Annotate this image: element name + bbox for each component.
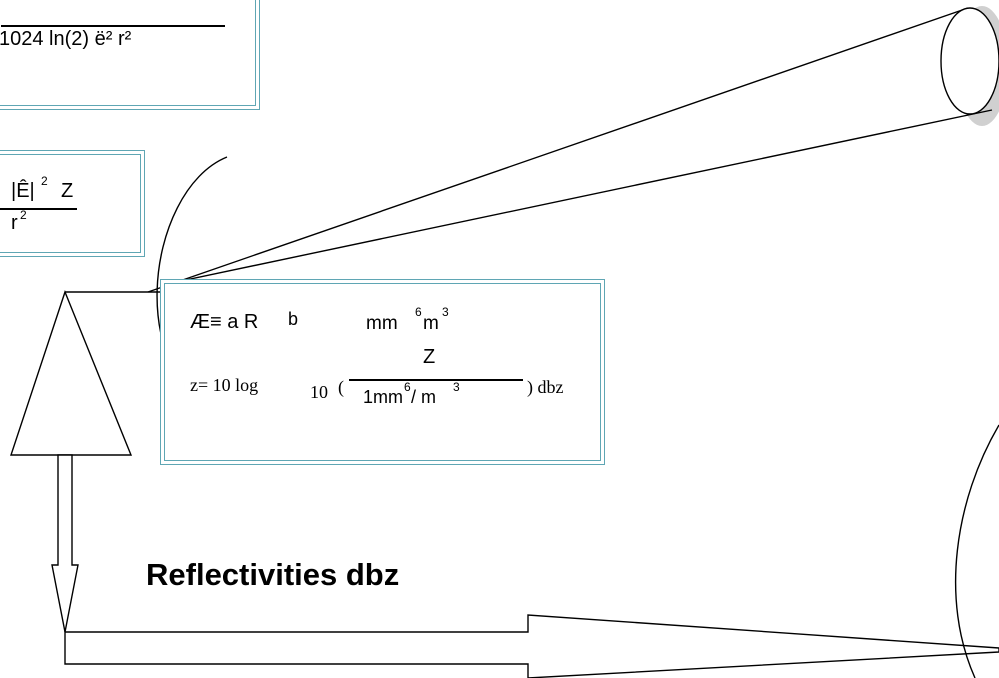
center-line1-units: mm: [366, 313, 398, 334]
beam-upper-line: [147, 7, 969, 293]
center-fraction-rule: [349, 379, 523, 381]
left-fraction-rule: [0, 208, 77, 210]
formula-box-center: Æ≡ a R b mm 6 m 3 z= 10 log 10 ( Z 1mm 6…: [160, 279, 605, 465]
left-numerator: |Ê|: [11, 180, 35, 202]
beam-lower-line: [161, 109, 993, 286]
formula-box-top: π₄ g² c θ h |Ê|² Z 1024 ln(2) ë² r²: [0, 0, 260, 110]
reflectivities-label: Reflectivities dbz: [146, 557, 400, 592]
center-line1-units-exp1: 6: [415, 305, 422, 319]
right-arrow: [64, 614, 999, 678]
center-line2-prefix: z= 10 log: [190, 375, 259, 395]
center-frac-den-exp2: 3: [453, 380, 460, 394]
center-frac-den-mid: / m: [411, 387, 436, 407]
left-denominator-exp: 2: [20, 208, 27, 222]
formula-box-left: |Ê| 2 Z r 2: [0, 150, 145, 257]
target-arc: [955, 424, 999, 678]
center-frac-den: 1mm: [363, 387, 403, 407]
center-line2-sub: 10: [310, 382, 328, 402]
center-line1-units-exp2: 3: [442, 305, 449, 319]
top-fraction-rule: [1, 25, 225, 27]
center-frac-den-exp1: 6: [404, 380, 411, 394]
top-denominator: 1024 ln(2) ë² r²: [0, 28, 132, 50]
left-numerator-tail: Z: [61, 180, 74, 202]
left-denominator: r: [11, 212, 18, 234]
down-arrow: [51, 454, 79, 633]
radar-triangle: [10, 289, 133, 456]
center-line1-units2: m: [423, 313, 439, 334]
center-line2-open: (: [338, 377, 344, 397]
center-line1-lhs: Æ≡ a R: [190, 311, 259, 333]
center-frac-num: Z: [423, 346, 436, 368]
left-numerator-exp: 2: [41, 174, 48, 188]
top-numerator-fragment: π₄ g² c θ h |Ê|² Z: [7, 0, 155, 12]
center-line2-close: ) dbz: [527, 377, 564, 397]
center-line1-exp: b: [288, 309, 299, 329]
beam-end-ellipse: [940, 7, 999, 115]
